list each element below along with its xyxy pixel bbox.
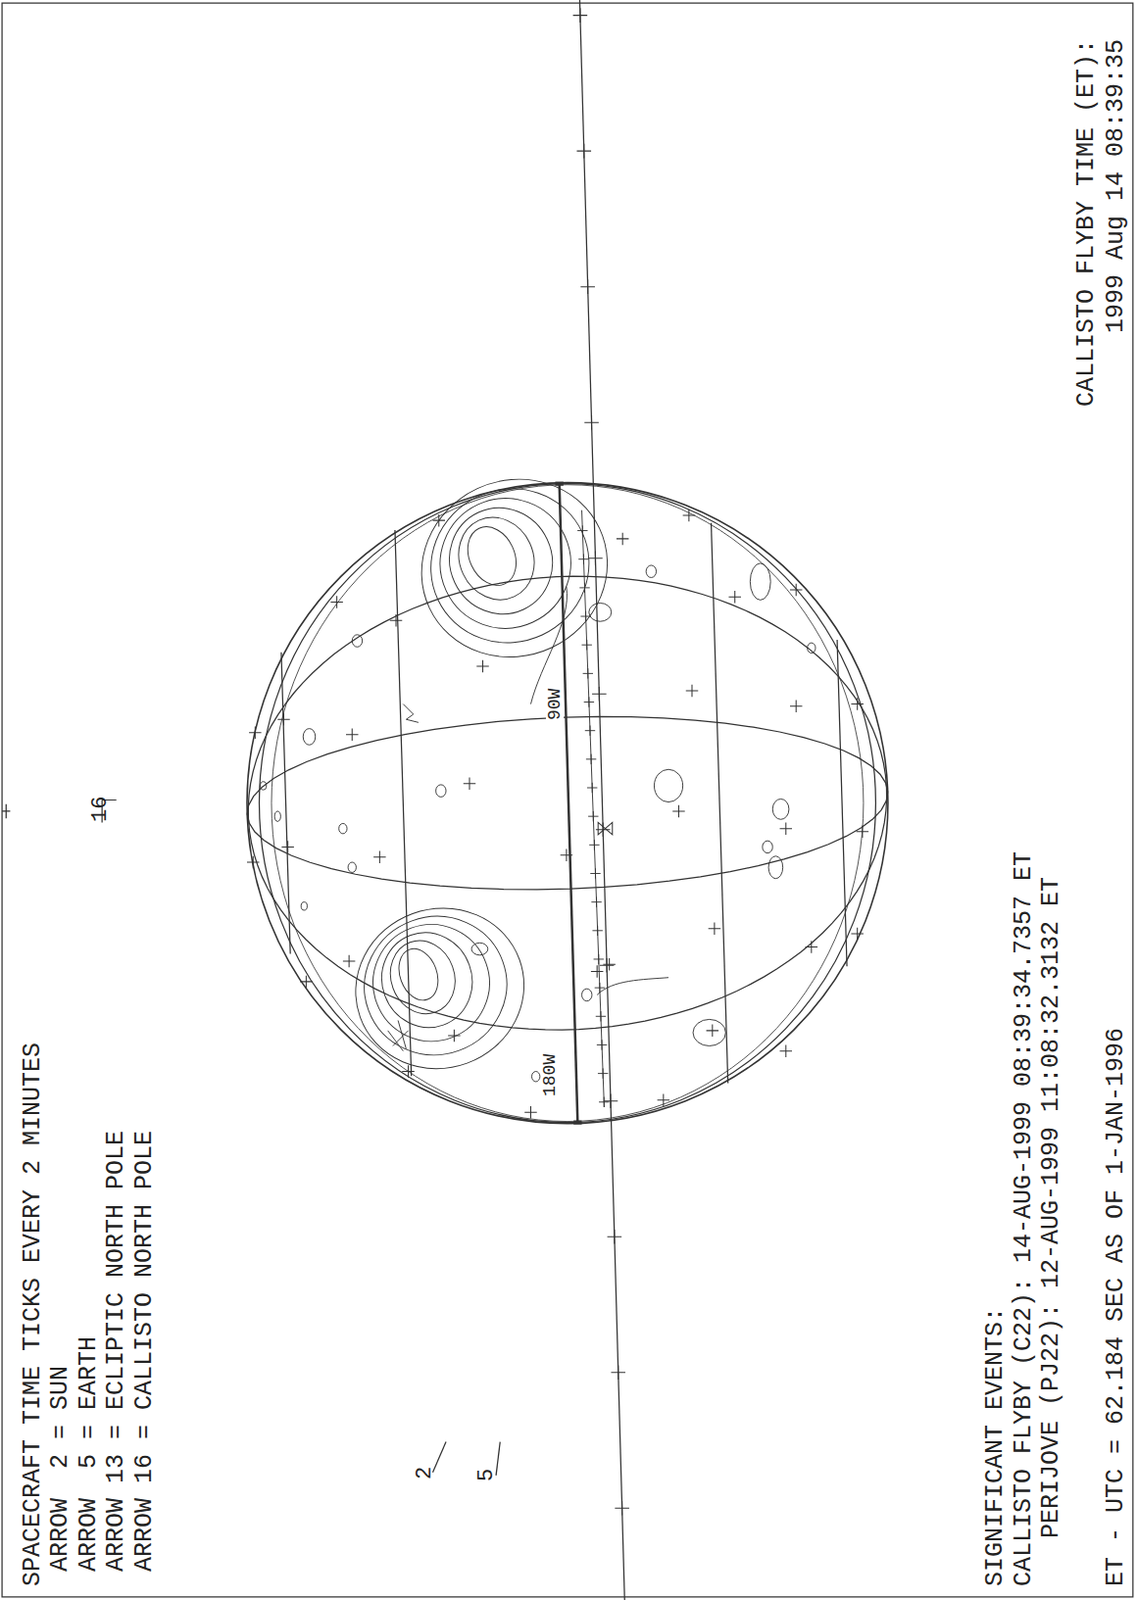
trajectory-line	[579, 0, 625, 1600]
crater	[351, 635, 362, 647]
crater	[274, 811, 281, 822]
time-note: ET - UTC = 62.184 SEC AS OF 1-JAN-1996	[1103, 1028, 1129, 1587]
meridian-line	[247, 576, 887, 820]
events-heading: SIGNIFICANT EVENTS:	[983, 1307, 1008, 1587]
crater	[260, 782, 267, 791]
basin-ring	[345, 896, 527, 1076]
legend-heading: SPACECRAFT TIME TICKS EVERY 2 MINUTES	[20, 1042, 46, 1587]
arrow-key: ARROW 16 = CALLISTO NORTH POLE	[132, 1131, 157, 1573]
arrow-number: 16	[90, 796, 112, 823]
crater	[692, 1019, 726, 1046]
arrow-number: 2	[414, 1467, 437, 1481]
equator-end	[554, 482, 563, 487]
meridian-line	[247, 716, 889, 890]
crater	[300, 902, 307, 911]
surface-lineament	[388, 1020, 409, 1051]
event-line: CALLISTO FLYBY (C22): 14-AUG-1999 08:39:…	[1011, 851, 1037, 1587]
arrow-key: ARROW 5 = EARTH	[76, 1336, 101, 1573]
crater	[749, 563, 771, 600]
basin-ring	[392, 448, 637, 688]
meridian-line	[247, 787, 887, 1031]
longitude-label: 180W	[541, 1052, 559, 1099]
crater	[532, 1072, 541, 1083]
equator-end	[573, 1121, 582, 1126]
ground-track-tick	[577, 525, 609, 1108]
crater	[589, 602, 612, 622]
flyby-time: 1999 Aug 14 08:39:35	[1103, 39, 1129, 334]
arrow-key: ARROW 13 = ECLIPTIC NORTH POLE	[103, 1131, 129, 1573]
crater	[653, 769, 683, 802]
crater	[471, 942, 489, 955]
arrow-number: 5	[476, 1469, 498, 1483]
latitude-line	[837, 640, 847, 967]
arrow-13	[1, 804, 10, 820]
event-line: PERIJOVE (PJ22): 12-AUG-1999 11:08:32.31…	[1038, 877, 1064, 1539]
basin-ring	[380, 932, 466, 1024]
basin-ring	[444, 504, 547, 612]
longitude-label: 90W	[545, 687, 564, 723]
crater	[347, 862, 356, 873]
basin-ring	[458, 519, 526, 594]
surface-lineament	[402, 704, 419, 724]
basin-ring	[405, 462, 615, 669]
crater	[302, 729, 315, 746]
flyby-time-heading: CALLISTO FLYBY TIME (ET):	[1074, 39, 1099, 407]
time-tick	[573, 7, 630, 1516]
closest-approach-marker	[597, 822, 613, 835]
crater	[772, 798, 790, 820]
crater	[768, 856, 784, 880]
crater	[645, 565, 656, 578]
crater	[339, 823, 347, 834]
basin-ring	[432, 491, 570, 632]
arrow-key: ARROW 2 = SUN	[48, 1366, 73, 1573]
crater	[762, 840, 773, 853]
basin-ring	[333, 885, 547, 1093]
latitude-line	[281, 652, 291, 955]
basin-ring	[392, 943, 445, 1007]
crater	[582, 988, 593, 1001]
crater	[436, 785, 446, 797]
basin-ring	[418, 477, 593, 650]
crater	[807, 642, 816, 653]
callisto-limb	[247, 483, 889, 1125]
grid-cross	[247, 509, 869, 1120]
basin-ring	[356, 908, 506, 1059]
latitude-line	[395, 530, 412, 1077]
